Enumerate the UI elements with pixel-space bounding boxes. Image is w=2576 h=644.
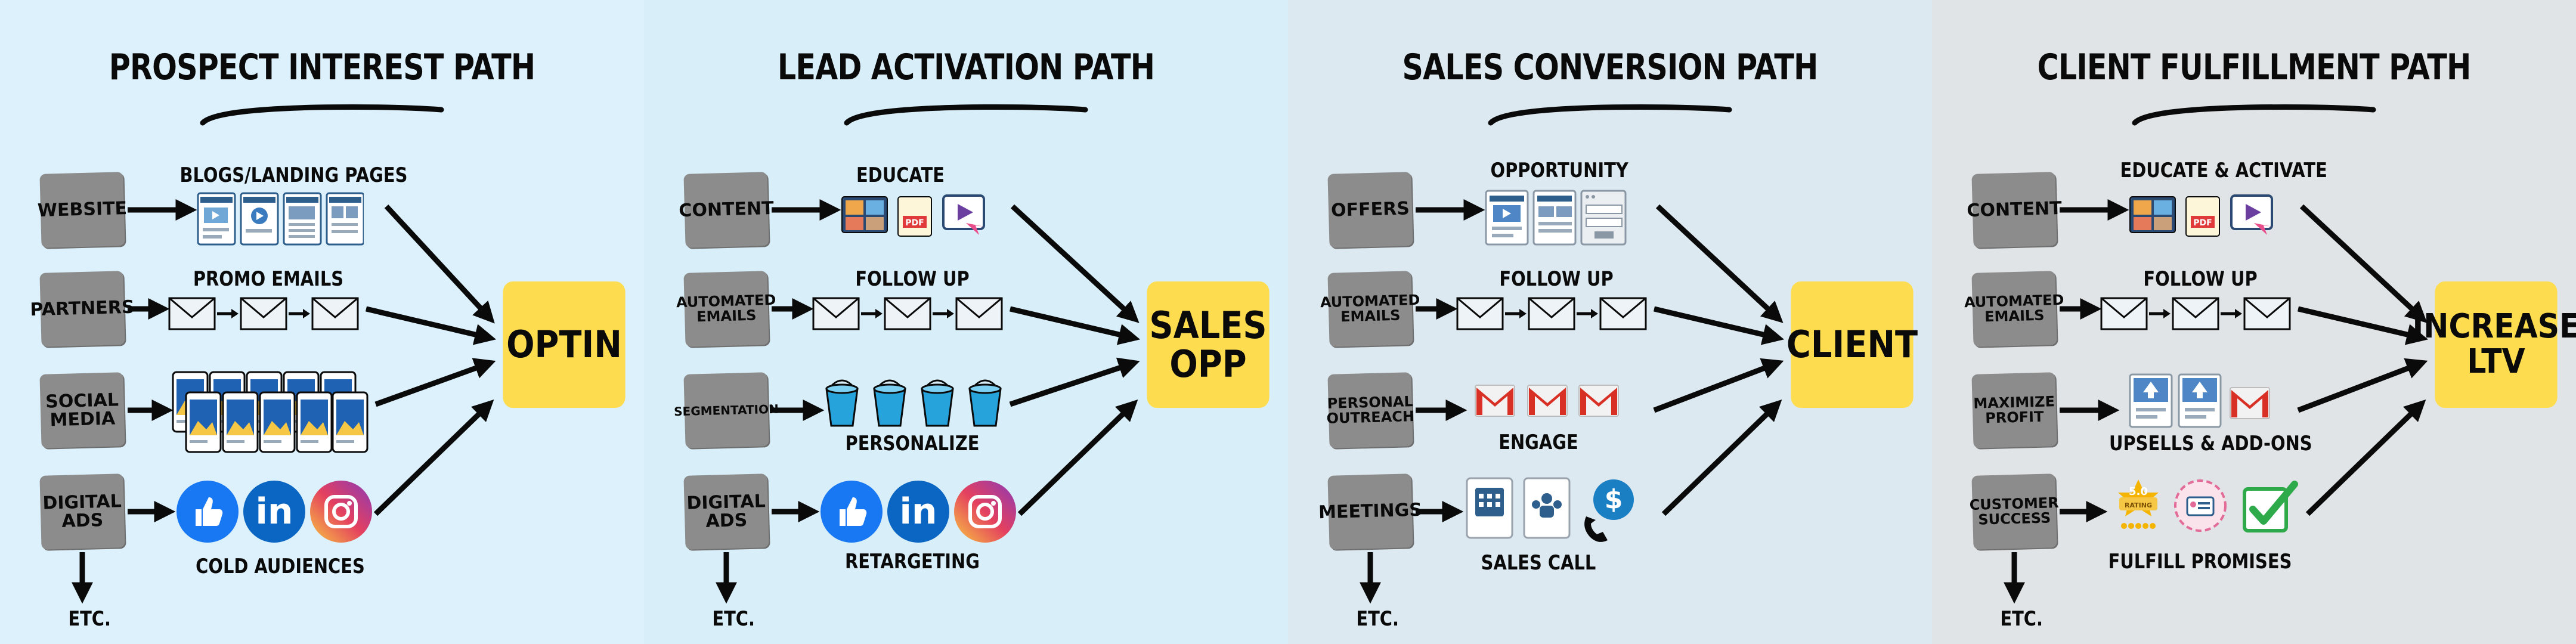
title-underline (844, 104, 1088, 126)
panel-title: CLIENT FULFILLMENT PATH (2037, 47, 2472, 88)
channel-label-engage: ENGAGE (1498, 431, 1578, 454)
channel-label-follow-up: FOLLOW UP (2143, 267, 2258, 291)
channel-label-promo-emails: PROMO EMAILS (193, 267, 344, 291)
flow-arrows (2004, 199, 2429, 604)
flow-arrows (1360, 199, 1785, 604)
etc-label: ETC. (1356, 607, 1399, 631)
channel-label-opportunity: OPPORTUNITY (1490, 159, 1628, 182)
facebook-like-icon (177, 481, 239, 543)
pdf-icon-text: PDF (2193, 218, 2212, 228)
upsell-icons (2129, 373, 2270, 428)
channel-label-upsells: UPSELLS & ADD-ONS (2109, 432, 2312, 456)
linkedin-icon: in (887, 481, 949, 543)
instagram-icon (310, 481, 372, 543)
email-envelope-icons (812, 297, 1003, 330)
panel-prospect-interest: PROSPECT INTEREST PATH WEBSITE PARTNERS … (0, 0, 644, 644)
etc-label: ETC. (712, 607, 755, 631)
panel-title: LEAD ACTIVATION PATH (777, 47, 1155, 88)
email-envelope-icons (168, 297, 359, 330)
panel-title: SALES CONVERSION PATH (1402, 47, 1819, 88)
panel-client-fulfillment: CLIENT FULFILLMENT PATH CONTENT AUTOMATE… (1932, 0, 2576, 644)
flow-arrows (716, 199, 1141, 604)
target-optin: OPTIN (503, 281, 626, 408)
title-underline (2132, 104, 2376, 126)
channel-label-educate: EDUCATE (856, 163, 945, 187)
content-media-icons: PDF (841, 194, 985, 237)
channel-label-sales-call: SALES CALL (1481, 551, 1596, 575)
etc-label: ETC. (68, 607, 111, 631)
title-underline (200, 104, 444, 126)
flow-arrows (72, 199, 497, 604)
etc-label: ETC. (2000, 607, 2043, 631)
rating-badge-text: 5.0 (2129, 485, 2148, 498)
channel-label-personalize: PERSONALIZE (845, 432, 980, 456)
facebook-like-icon (821, 481, 883, 543)
channel-label-cold-audiences: COLD AUDIENCES (196, 555, 365, 578)
target-sales-opp: SALES OPP (1147, 281, 1270, 408)
channel-label-blogs: BLOGS/LANDING PAGES (179, 163, 408, 187)
svg-text:$: $ (1605, 484, 1623, 515)
channel-label-follow-up: FOLLOW UP (855, 267, 970, 291)
target-increase-ltv: INCREASE LTV (2413, 281, 2576, 408)
channel-label-follow-up: FOLLOW UP (1499, 267, 1614, 291)
channel-label-fulfill-promises: FULFILL PROMISES (2108, 550, 2292, 574)
target-client: CLIENT (1787, 281, 1918, 408)
panel-sales-conversion: SALES CONVERSION PATH OFFERS AUTOMATED E… (1288, 0, 1932, 644)
pdf-icon-text: PDF (905, 218, 924, 228)
panel-lead-activation: LEAD ACTIVATION PATH CONTENT AUTOMATED E… (644, 0, 1288, 644)
channel-label-retargeting: RETARGETING (845, 550, 980, 574)
linkedin-icon: in (243, 481, 305, 543)
title-underline (1488, 104, 1732, 126)
rating-label-text: RATING (2125, 501, 2152, 509)
panel-title: PROSPECT INTEREST PATH (109, 47, 535, 88)
instagram-icon (954, 481, 1016, 543)
offer-page-icons (1485, 190, 1627, 246)
content-media-icons: PDF (2129, 194, 2273, 237)
email-envelope-icons (1456, 297, 1647, 330)
sales-call-icons: $ (1466, 477, 1634, 542)
landing-page-icons (197, 192, 364, 246)
